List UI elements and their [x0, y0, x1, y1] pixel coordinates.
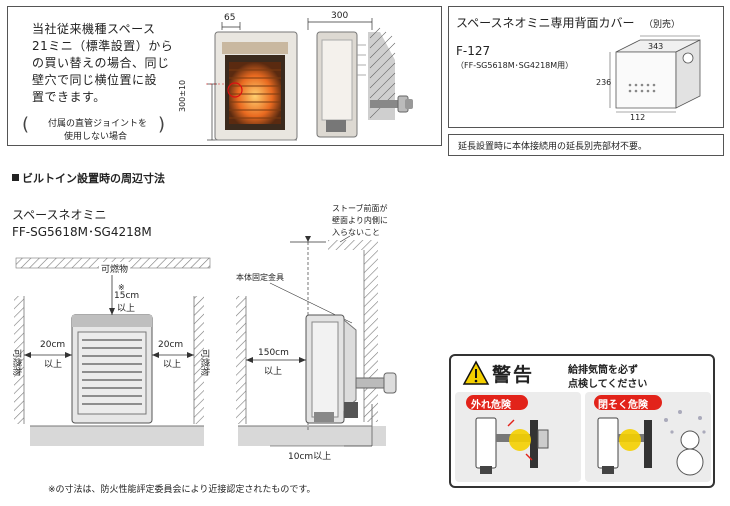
dim-112-label: 112	[630, 113, 646, 122]
note-bracket-left: (	[22, 114, 30, 135]
footnote: ※の寸法は、防火性能評定委員会により近接認定されたものです。	[48, 485, 316, 495]
side-fixing-label: 本体固定金具	[236, 273, 284, 282]
front-top-label: 可燃物	[99, 262, 131, 275]
back-cover-panel	[448, 6, 724, 128]
extension-note: 延長設置時に本体接続用の延長別売部材不要。	[458, 142, 648, 152]
side-front-dim: 150cm	[258, 348, 289, 358]
section-bullet	[12, 174, 19, 181]
front-asterisk: ※	[118, 283, 125, 292]
front-left-dim: 20cm	[40, 340, 66, 350]
cover-title: スペースネオミニ専用背面カバー	[456, 16, 635, 30]
replacement-line-2: 21ミニ（標準設置）から	[32, 39, 174, 53]
replacement-line-5: 置できます。	[32, 90, 106, 104]
dim-300-depth-label: 300	[331, 11, 349, 21]
note-line-2: 使用しない場合	[64, 132, 128, 142]
warning-right-label: 閉そく危険	[598, 400, 648, 411]
product-models: FF-SG5618M･SG4218M	[12, 225, 152, 239]
side-callout-line-1: ストーブ前面が	[332, 204, 388, 213]
front-right-dim-above: 以上	[163, 360, 182, 370]
side-bottom-dim: 10cm以上	[288, 452, 332, 462]
cover-title-suffix: （別売）	[644, 20, 681, 30]
side-callout-line-3: 入らないこと	[332, 228, 380, 237]
dim-343-label: 343	[648, 42, 664, 51]
replacement-panel	[7, 6, 442, 146]
section-heading: ビルトイン設置時の周辺寸法	[22, 172, 165, 185]
extension-note-panel	[448, 134, 724, 156]
cover-model-note: （FF-SG5618M･SG4218M用）	[456, 61, 574, 70]
warning-instruction-1: 給排気筒を必ず	[568, 365, 638, 376]
pipe-position-marker	[227, 82, 243, 98]
warning-right-badge	[594, 395, 662, 410]
replacement-line-1: 当社従来機種スペース	[32, 22, 156, 36]
dim-236-label: 236	[596, 78, 612, 87]
warning-instruction-2: 点検してください	[568, 379, 648, 390]
product-name: スペースネオミニ	[12, 208, 107, 222]
front-left-dim-above: 以上	[44, 360, 63, 370]
side-callout-line-2: 壁面より内側に	[332, 216, 388, 225]
warning-left-label: 外れ危険	[471, 400, 511, 411]
warning-left-badge	[466, 395, 528, 410]
replacement-line-4: 壁穴で同じ横位置に設	[32, 73, 158, 87]
note-bracket-right: )	[158, 114, 166, 135]
front-stove-grill-lines	[82, 339, 142, 405]
dim-65-label: 65	[224, 13, 236, 23]
front-top-dim: 15cm	[114, 291, 140, 301]
cover-model: F-127	[456, 44, 491, 58]
side-front-dim-above: 以上	[264, 367, 283, 377]
front-top-dim-above: 以上	[117, 304, 136, 314]
warning-title: 警告	[492, 364, 535, 386]
note-line-1: 付属の直管ジョイントを	[48, 119, 148, 129]
replacement-line-3: の買い替えの場合、同じ	[32, 56, 170, 70]
front-right-dim: 20cm	[158, 340, 184, 350]
heater-grill-lines	[229, 69, 281, 119]
